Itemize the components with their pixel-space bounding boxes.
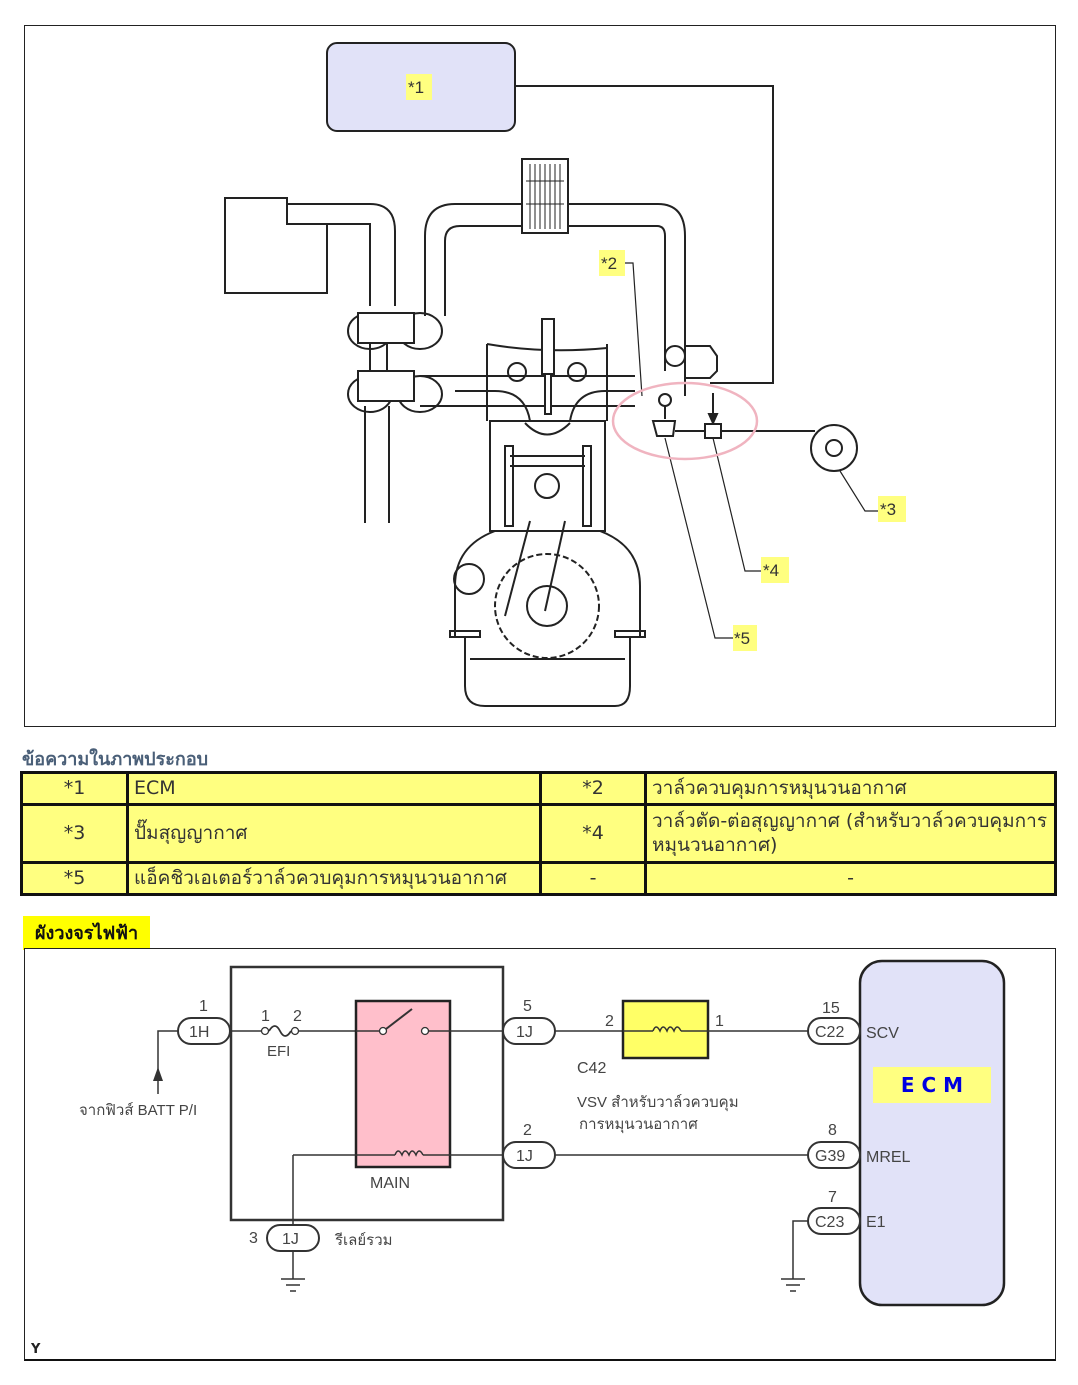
vsv-valve <box>704 423 722 439</box>
legend-num: *3 <box>20 803 129 864</box>
svg-text:*2: *2 <box>601 254 617 273</box>
vsv-coil-icon <box>652 1026 682 1033</box>
vsv-connector-label: C42 <box>577 1060 606 1077</box>
fuse-efi-icon <box>268 1025 292 1037</box>
ecm-label: E C M <box>901 1073 963 1097</box>
connector-1j-pin5 <box>502 1017 556 1045</box>
arrow-up-icon <box>153 1067 163 1081</box>
vsv-pin-1: 1 <box>715 1013 724 1030</box>
engine-illustration: *1 *2 *3 *4 *5 <box>224 42 906 707</box>
wiring-diagram: 1 1H จากฟิวส์ BATT P/I 1 2 EFI MAIN 5 1J… <box>30 959 1006 1357</box>
connector-1j-label: 1J <box>516 1148 533 1165</box>
relay-label: MAIN <box>370 1175 410 1192</box>
vsv-pin-2: 2 <box>605 1013 614 1030</box>
connector-1h-label: 1H <box>189 1024 209 1041</box>
connector-c22 <box>807 1017 861 1045</box>
pin-1j-3: 3 <box>249 1230 258 1247</box>
ecm-label-bg <box>873 1067 991 1103</box>
legend-desc: ปั๊มสุญญากาศ <box>126 803 542 864</box>
ecm-wire <box>515 85 774 384</box>
connector-1j-label: 1J <box>516 1024 533 1041</box>
connector-1j-pin3 <box>266 1224 320 1252</box>
connector-1h <box>177 1017 231 1045</box>
ground-icon <box>781 1278 805 1292</box>
vsv-label-line1: VSV สำหรับวาล์วควบคุม <box>577 1094 739 1112</box>
connector-c22-label: C22 <box>815 1024 844 1041</box>
scv-actuator <box>651 420 677 437</box>
relay-box-label: รีเลย์รวม <box>334 1232 392 1249</box>
connector-c23-label: C23 <box>815 1214 844 1231</box>
legend-row: *3 ปั๊มสุญญากาศ *4 วาล์วตัด-ต่อสุญญากาศ … <box>20 803 1057 864</box>
relay-coil-icon <box>394 1150 424 1157</box>
pin-1j-5: 5 <box>523 998 532 1015</box>
fuse-pin-2: 2 <box>293 1008 302 1025</box>
legend-row: *5 แอ็คชิวเอเตอร์วาล์วควบคุมการหมุนวนอาก… <box>20 861 1057 896</box>
connector-c23 <box>807 1207 861 1235</box>
legend-num: *1 <box>20 771 129 806</box>
ecm-signal-mrel: MREL <box>866 1149 911 1166</box>
legend-table: *1 ECM *2 วาล์วควบคุมการหมุนวนอากาศ *3 ป… <box>20 771 1057 896</box>
legend-num: *4 <box>539 803 647 864</box>
svg-text:*5: *5 <box>734 629 750 648</box>
connector-g39 <box>807 1141 861 1169</box>
pin-1h: 1 <box>199 998 208 1015</box>
callout-3: *3 <box>878 496 906 522</box>
cylinder-block <box>489 420 606 532</box>
ecm-signal-scv: SCV <box>866 1025 899 1042</box>
connector-g39-label: G39 <box>815 1148 845 1165</box>
connector-1j-label: 1J <box>282 1231 299 1248</box>
legend-desc: - <box>644 861 1057 896</box>
engine-illustration-frame: *1 *2 *3 *4 *5 <box>24 25 1056 727</box>
ground-icon <box>281 1278 305 1292</box>
ecm-signal-e1: E1 <box>866 1214 886 1231</box>
legend-desc: แอ็คชิวเอเตอร์วาล์วควบคุมการหมุนวนอากาศ <box>126 861 542 896</box>
callout-1: *1 <box>406 74 432 100</box>
callout-2: *2 <box>599 250 625 276</box>
leader-2 <box>622 262 643 397</box>
connector-1j-pin2 <box>502 1141 556 1169</box>
wiring-section-title: ผังวงจรไฟฟ้า <box>23 916 151 950</box>
wiring-diagram-frame: 1 1H จากฟิวส์ BATT P/I 1 2 EFI MAIN 5 1J… <box>24 948 1056 1361</box>
ecm-pin-15: 15 <box>822 1000 840 1017</box>
integration-relay-box <box>229 965 505 1222</box>
fuse-label: EFI <box>267 1043 290 1060</box>
callout-4: *4 <box>761 557 789 583</box>
svg-text:*4: *4 <box>763 561 779 580</box>
highlight-ring <box>611 381 759 461</box>
legend-row: *1 ECM *2 วาล์วควบคุมการหมุนวนอากาศ <box>20 771 1057 806</box>
corner-mark: Y <box>30 1342 41 1357</box>
callout-5: *5 <box>733 625 757 651</box>
arrow-icon <box>707 413 719 426</box>
vacuum-pump <box>810 424 858 472</box>
leader-4 <box>712 437 763 572</box>
pin-1j-2: 2 <box>523 1122 532 1139</box>
legend-desc: วาล์วควบคุมการหมุนวนอากาศ <box>644 771 1057 806</box>
piston-pin <box>534 473 560 499</box>
injector <box>541 318 555 375</box>
leader-5 <box>664 437 735 639</box>
svg-text:*3: *3 <box>880 500 896 519</box>
oil-pump <box>453 563 485 595</box>
main-relay <box>354 999 452 1169</box>
legend-num: *2 <box>539 771 647 806</box>
svg-text:*1: *1 <box>408 78 424 97</box>
leader-3 <box>839 470 880 512</box>
intake-pipe <box>287 203 396 306</box>
ecm-pin-7: 7 <box>828 1189 837 1206</box>
legend-desc: วาล์วตัด-ต่อสุญญากาศ (สำหรับวาล์วควบคุมก… <box>644 803 1057 864</box>
legend-title: ข้อความในภาพประกอบ <box>22 749 209 770</box>
legend-num: *5 <box>20 861 129 896</box>
ecm-pin-8: 8 <box>828 1122 837 1139</box>
ecm-component <box>858 959 1006 1307</box>
air-cleaner <box>224 197 328 294</box>
relay-switch-icon <box>385 1008 413 1030</box>
legend-num: - <box>539 861 647 896</box>
oil-pan <box>464 637 631 707</box>
source-label: จากฟิวส์ BATT P/I <box>79 1102 197 1119</box>
legend-desc: ECM <box>126 771 542 806</box>
fuse-pin-1: 1 <box>261 1008 270 1025</box>
vsv-label-line2: การหมุนวนอากาศ <box>579 1116 698 1134</box>
